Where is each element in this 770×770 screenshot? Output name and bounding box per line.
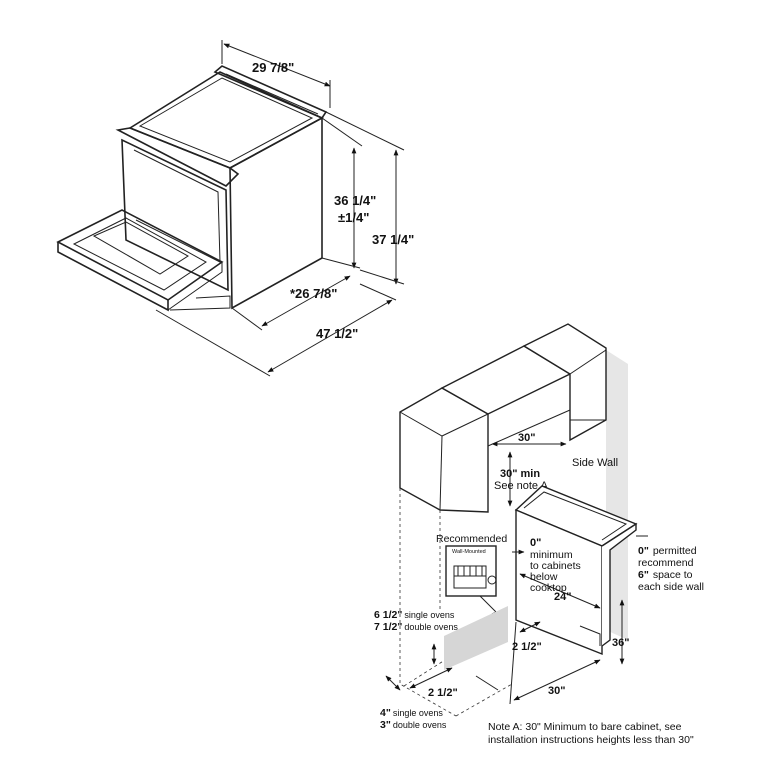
svg-text:0"permitted: 0" permitted: [638, 545, 697, 557]
minimum-line-4: cooktop: [530, 582, 567, 594]
height-36-label: 36": [612, 637, 629, 649]
range-drawing: [56, 65, 328, 312]
zero-label: 0": [530, 537, 541, 549]
oven-clearance-callout: 6 1/2"single ovens 7 1/2"double ovens: [374, 609, 458, 665]
dimension-height-total: 37 1/4": [325, 111, 414, 285]
width-label: 29 7/8": [252, 60, 294, 75]
side-wall-clearance-callout: 0" permitted recommend 6" space to each si…: [636, 535, 704, 593]
svg-text:7 1/2"double ovens: 7 1/2"double ovens: [374, 621, 458, 633]
dimension-depth-open: 47 1/2": [155, 283, 397, 377]
dashed-guides: [399, 488, 513, 717]
recommended-callout: Recommended Wall-Mounted: [436, 533, 507, 615]
wall-mounted-label: Wall-Mounted: [452, 549, 486, 555]
base-b-num: 3": [380, 719, 391, 731]
dimension-30-bottom: 30": [509, 621, 601, 705]
clearance-note-label: See note A: [494, 480, 548, 492]
width-30-label: 30": [548, 685, 565, 697]
cabinet-width-label: 30": [518, 432, 535, 444]
dimension-height-main: 36 1/4" ±1/4": [321, 117, 376, 269]
dimension-depth: *26 7/8": [231, 275, 351, 331]
dimension-24: 24": [519, 573, 601, 609]
side-wall-shade: [606, 350, 628, 640]
zero-clearance-callout: 0" minimum to cabinets below cooktop: [512, 537, 581, 594]
note-line-1: Note A: 30" Minimum to bare cabinet, see: [488, 721, 682, 733]
anti-tip-zone: [444, 606, 508, 670]
inset-2half-b-label: 2 1/2": [428, 687, 458, 699]
recommended-label: Recommended: [436, 533, 507, 545]
dimension-width: 29 7/8": [221, 40, 331, 108]
clearance-min-label: 30" min: [500, 468, 540, 480]
oven-b-num: 7 1/2": [374, 621, 402, 633]
note-line-2: installation instructions heights less t…: [488, 734, 694, 746]
side-wall-label: Side Wall: [572, 457, 618, 469]
oven-a-num: 6 1/2": [374, 609, 402, 621]
base-a-num: 4": [380, 707, 391, 719]
depth-open-label: 47 1/2": [316, 326, 358, 341]
dimension-cabinet-width: 30": [491, 432, 567, 447]
depth-label: *26 7/8": [290, 286, 337, 301]
base-b-text: double ovens: [393, 720, 447, 730]
height-main-label: 36 1/4": [334, 193, 376, 208]
recommend-text: recommend: [638, 557, 694, 569]
oven-b-text: double ovens: [404, 622, 458, 632]
permitted-zero-label: 0": [638, 545, 649, 557]
each-side-wall-text: each side wall: [638, 581, 704, 593]
base-a-text: single ovens: [393, 708, 444, 718]
dimension-2half-right: 2 1/2": [512, 621, 542, 653]
dimension-2half-left: 2 1/2": [409, 667, 499, 699]
dimension-36: 36": [612, 599, 629, 665]
minimum-line-2: to cabinets: [530, 560, 581, 572]
space-to-text: space to: [653, 569, 693, 581]
minimum-line-3: below: [530, 571, 558, 583]
height-total-label: 37 1/4": [372, 232, 414, 247]
permitted-text: permitted: [653, 545, 697, 557]
dimension-clearance: 30" min See note A: [494, 451, 548, 507]
oven-a-text: single ovens: [404, 610, 455, 620]
svg-text:3"double ovens: 3"double ovens: [380, 719, 447, 731]
range-installed: [514, 485, 638, 656]
svg-text:6"space to: 6" space to: [638, 569, 693, 581]
base-clearance-callout: 4"single ovens 3"double ovens: [380, 675, 447, 731]
inset-2half-a-label: 2 1/2": [512, 641, 542, 653]
svg-text:6 1/2"single ovens: 6 1/2"single ovens: [374, 609, 455, 621]
height-tol-label: ±1/4": [338, 210, 369, 225]
svg-text:4"single ovens: 4"single ovens: [380, 707, 443, 719]
minimum-line-1: minimum: [530, 549, 573, 561]
six-label: 6": [638, 569, 649, 581]
depth-24-label: 24": [554, 591, 571, 603]
